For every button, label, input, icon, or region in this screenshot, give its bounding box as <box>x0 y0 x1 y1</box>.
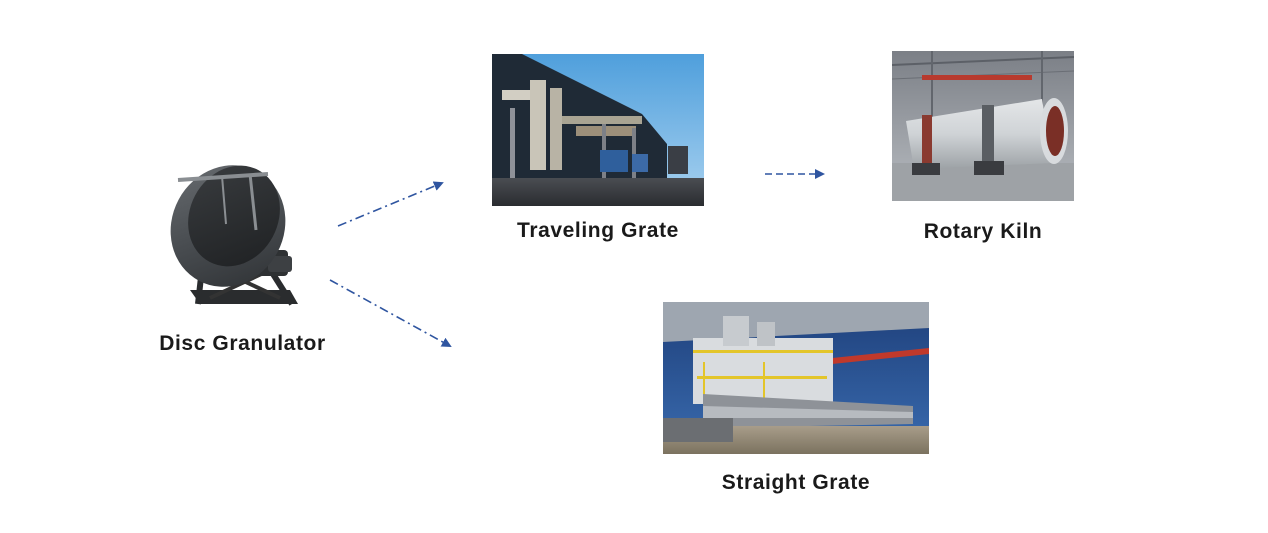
straight-grate-plant-photo <box>663 302 929 454</box>
arrow-granulator-to-straight-grate <box>329 279 452 347</box>
traveling-grate-plant-photo <box>492 54 704 206</box>
disc-granulator-machine-icon <box>150 158 310 318</box>
disc-granulator-label: Disc Granulator <box>159 332 326 355</box>
rotary-kiln-photo <box>892 51 1074 201</box>
straight-grate-label: Straight Grate <box>721 471 871 494</box>
rotary-kiln-label: Rotary Kiln <box>923 220 1043 243</box>
traveling-grate-label: Traveling Grate <box>517 219 679 242</box>
arrow-granulator-to-traveling-grate <box>337 181 444 227</box>
